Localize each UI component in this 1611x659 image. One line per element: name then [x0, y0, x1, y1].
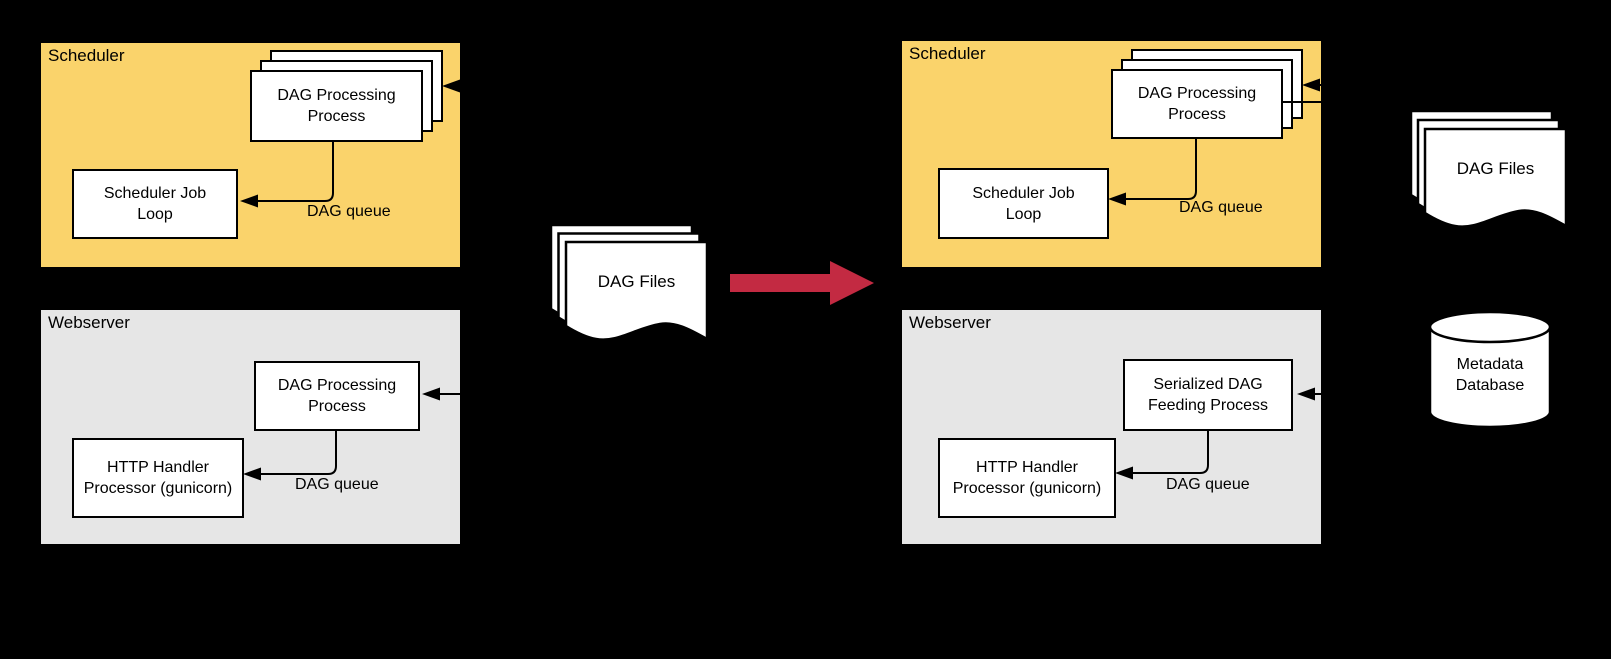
right-webserver-panel: Webserver Serialized DAG Feeding Process… — [901, 309, 1322, 545]
left-dag-processing-process-label: DAG Processing Process — [277, 87, 396, 125]
left-webserver-dag-queue-label: DAG queue — [295, 476, 379, 493]
left-scheduler-job-loop-box: Scheduler Job Loop — [72, 169, 238, 239]
transition-arrow-icon — [730, 261, 874, 305]
right-dag-files-label: DAG Files — [1456, 159, 1535, 178]
center-dag-files-label: DAG Files — [597, 272, 676, 291]
left-webserver-dag-processing-box: DAG Processing Process — [254, 361, 420, 431]
right-dag-processing-process-label: DAG Processing Process — [1137, 85, 1257, 123]
left-scheduler-panel: Scheduler DAG Processing Process Schedul… — [40, 42, 461, 268]
right-scheduler-title: Scheduler — [909, 44, 986, 63]
right-scheduler-job-loop-box: Scheduler Job Loop — [938, 168, 1109, 239]
right-scheduler-panel: Scheduler DAG Processing Process Schedul… — [901, 40, 1322, 268]
left-webserver-panel: Webserver DAG Processing Process HTTP Ha… — [40, 309, 461, 545]
serialized-dag-feeding-box: Serialized DAG Feeding Process — [1123, 359, 1293, 431]
left-webserver-title: Webserver — [48, 313, 130, 332]
right-webserver-dag-queue-label: DAG queue — [1166, 476, 1250, 493]
left-webserver-dag-processing-label: DAG Processing Process — [277, 377, 397, 415]
left-dag-processing-process-box: DAG Processing Process — [250, 70, 423, 142]
right-http-handler-label: HTTP Handler Processor (gunicorn) — [952, 459, 1102, 497]
serialized-dag-feeding-label: Serialized DAG Feeding Process — [1147, 376, 1269, 414]
right-scheduler-dag-queue-label: DAG queue — [1179, 199, 1263, 216]
right-webserver-title: Webserver — [909, 313, 991, 332]
left-scheduler-title: Scheduler — [48, 46, 125, 65]
right-http-handler-box: HTTP Handler Processor (gunicorn) — [938, 438, 1116, 518]
metadata-database-label: Metadata Database — [1455, 356, 1525, 394]
left-scheduler-job-loop-label: Scheduler Job Loop — [103, 185, 207, 223]
right-dag-processing-process-box: DAG Processing Process — [1111, 69, 1283, 139]
left-http-handler-box: HTTP Handler Processor (gunicorn) — [72, 438, 244, 518]
right-scheduler-job-loop-label: Scheduler Job Loop — [972, 184, 1075, 223]
left-http-handler-label: HTTP Handler Processor (gunicorn) — [83, 459, 233, 497]
left-scheduler-dag-queue-label: DAG queue — [307, 203, 391, 220]
